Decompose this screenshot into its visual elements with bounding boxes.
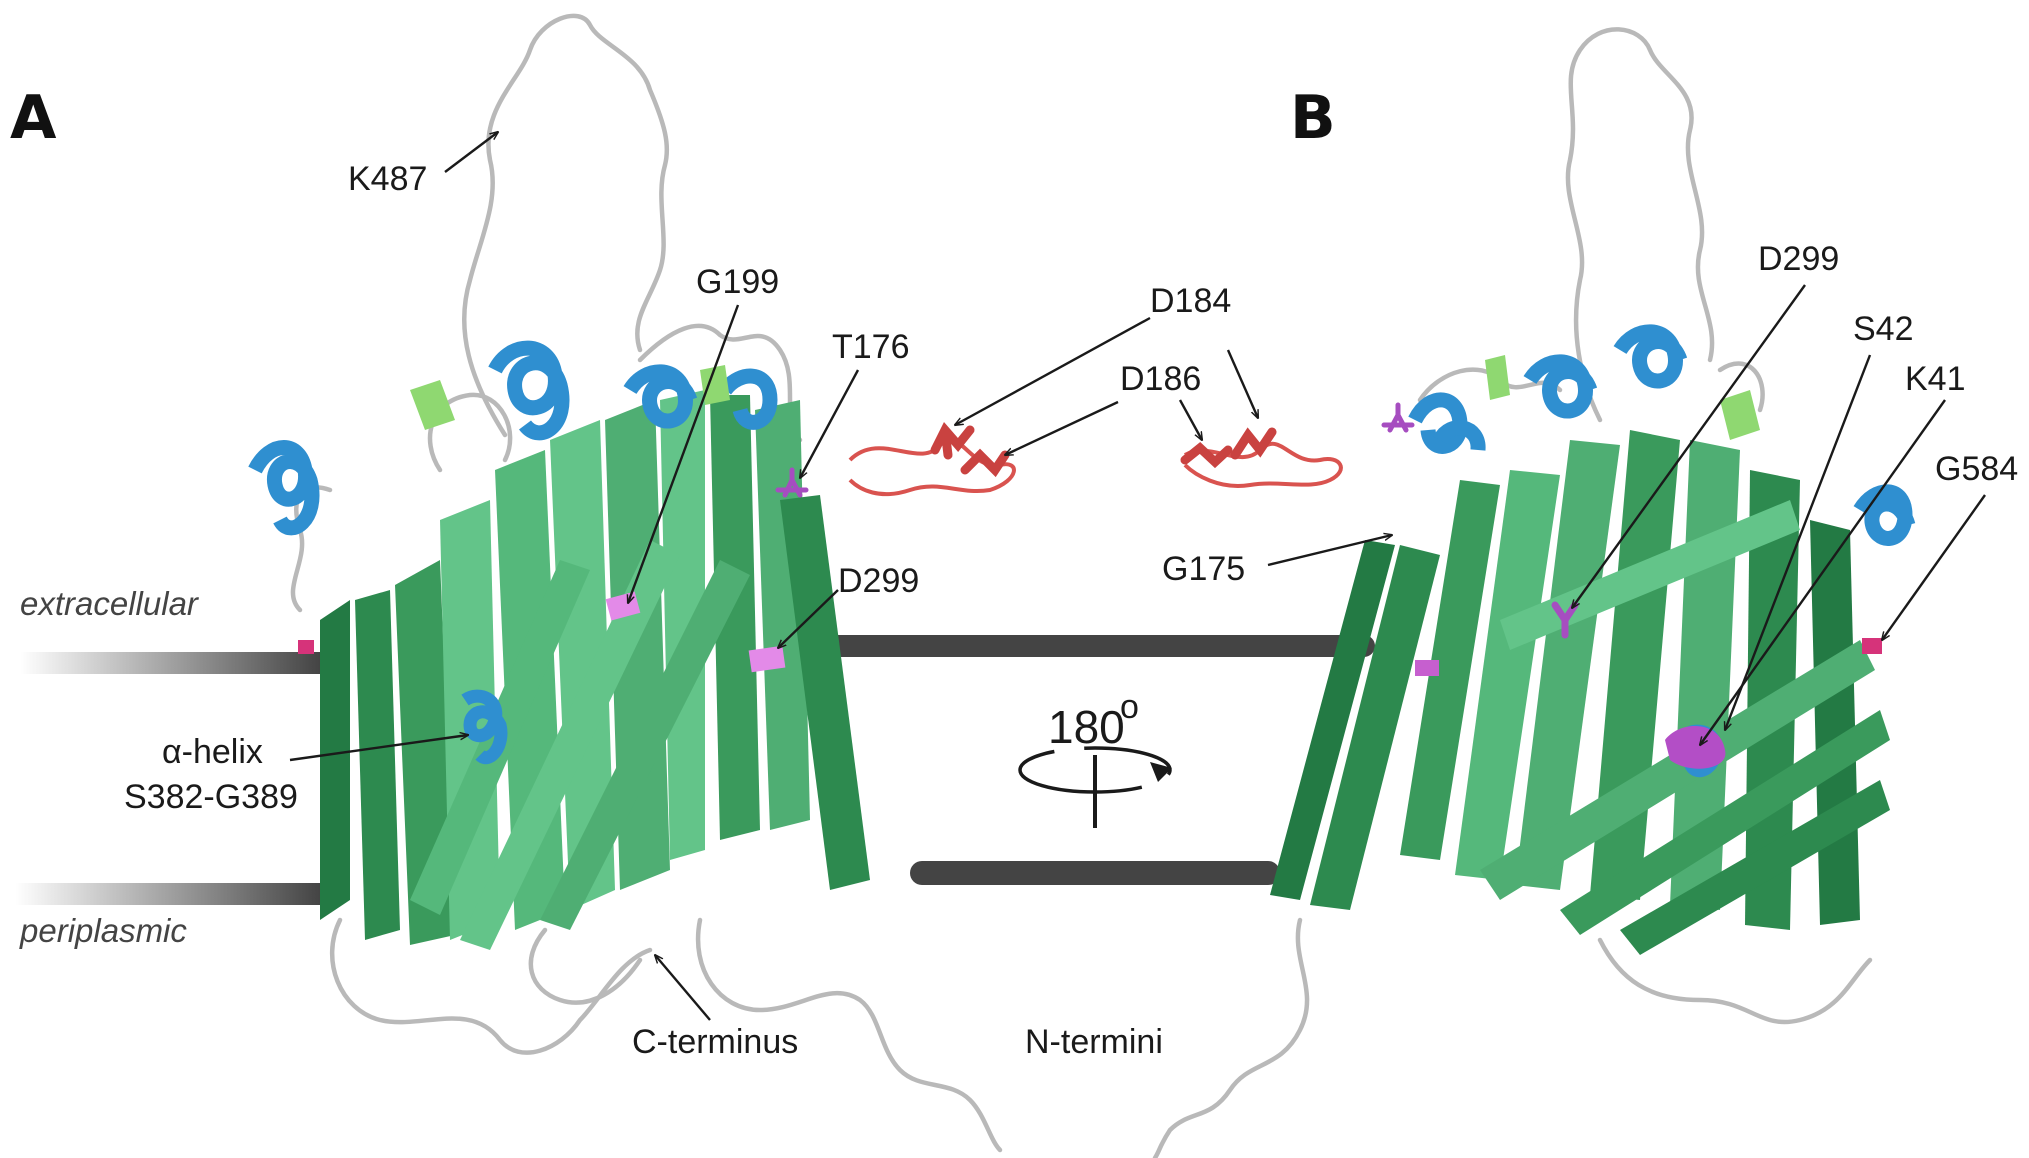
residue-b-d184: [1230, 427, 1277, 460]
helix-a-2: [488, 340, 570, 441]
arrow-g175: [1267, 535, 1392, 567]
label-periplasmic: periplasmic: [19, 912, 187, 949]
membrane-bars: [15, 635, 1375, 905]
label-d299-a: D299: [838, 562, 919, 600]
strand-b-12: [1620, 780, 1890, 955]
membrane-bar-lower-middle: [910, 861, 1280, 885]
sheet-a-1: [410, 380, 455, 430]
arrow-s42: [1725, 354, 1872, 730]
strand-a-11: [780, 495, 870, 890]
panel-label-b: B: [1290, 83, 1336, 153]
helix-a-1: [248, 440, 320, 536]
membrane-bar-upper-middle: [800, 635, 1375, 657]
rotation-arrowhead-icon: [1150, 762, 1172, 782]
residue-b-membrane-left: [1415, 660, 1439, 676]
label-extracellular: extracellular: [20, 585, 200, 622]
label-n-termini: N-termini: [1025, 1023, 1163, 1061]
membrane-bar-lower-left: [15, 883, 320, 905]
label-c-terminus: C-terminus: [632, 1023, 798, 1061]
sheet-b-1: [1485, 355, 1510, 400]
rotation-symbol: [1018, 746, 1172, 828]
loop-b-bottom: [1152, 917, 1873, 1158]
membrane-bar-upper-left: [20, 652, 320, 674]
residue-a-t176: [775, 467, 809, 498]
sheet-a-2: [700, 365, 730, 405]
arrow-d299-a: [778, 589, 839, 648]
arrow-d186-a: [1005, 400, 1119, 455]
strand-a-2: [355, 590, 400, 940]
helix-a-inner: [461, 689, 508, 764]
strand-b-4: [1455, 470, 1560, 880]
label-g175: G175: [1162, 550, 1245, 588]
residue-b-s42-k41: [1665, 726, 1726, 769]
label-d184: D184: [1150, 282, 1231, 320]
label-helix-line2: S382-G389: [124, 778, 298, 816]
arrow-c-terminus: [655, 955, 711, 1021]
strand-a-9: [710, 395, 760, 840]
label-rotation-degrees: 180: [1048, 701, 1125, 753]
helix-a-3: [623, 364, 698, 429]
strand-b-3: [1400, 480, 1500, 860]
label-g199: G199: [696, 263, 779, 301]
label-k487: K487: [348, 160, 427, 198]
red-loop-a: [848, 437, 1016, 497]
label-g584: G584: [1935, 450, 2018, 488]
residue-a-d299: [748, 645, 786, 673]
residue-a-d186: [960, 448, 1010, 478]
loop-a-extracellular-k487: [462, 13, 670, 438]
residue-a-d184: [930, 421, 975, 460]
arrow-g199: [628, 304, 740, 603]
arrow-d299-b: [1572, 284, 1806, 608]
helix-b-4: [1853, 484, 1916, 546]
loop-b-extracellular: [1565, 27, 1715, 423]
strand-b-6: [1590, 430, 1680, 900]
annotation-arrows: [289, 132, 1986, 1021]
residue-b-d186: [1180, 442, 1233, 469]
strand-a-13: [460, 540, 680, 950]
loop-a-upper-right: [637, 323, 803, 443]
label-d186: D186: [1120, 360, 1201, 398]
protein-a: [248, 13, 1016, 1153]
label-k41: K41: [1905, 360, 1966, 398]
arrow-k487: [444, 132, 498, 173]
helix-b-2: [1523, 354, 1598, 419]
strand-b-11: [1560, 710, 1890, 935]
arrow-k41: [1700, 399, 1946, 745]
arrow-helix: [289, 735, 468, 762]
helix-a-4: [719, 368, 778, 430]
residue-b-g175: [1381, 402, 1415, 433]
label-helix-line1: α-helix: [162, 733, 263, 771]
loop-a-bottom: [329, 917, 1003, 1153]
arrow-t176: [800, 369, 860, 478]
arrow-g584: [1882, 494, 1986, 640]
helix-b-5: [1433, 420, 1486, 451]
strand-b-1: [1270, 540, 1395, 900]
arrow-d186-b: [1178, 399, 1202, 440]
residue-b-g584: [1862, 638, 1882, 654]
helix-b-3: [1613, 324, 1688, 389]
residue-a-membrane-left: [298, 640, 314, 654]
strand-a-14: [540, 560, 750, 930]
red-loop-b: [1183, 441, 1343, 488]
strand-b-13: [1500, 500, 1800, 650]
loop-a-c-terminus: [528, 927, 643, 1005]
strand-a-8: [660, 390, 705, 860]
label-s42: S42: [1853, 310, 1914, 348]
strand-a-1: [320, 600, 350, 920]
strand-b-10: [1480, 640, 1875, 900]
label-rotation-degree-symbol: o: [1120, 688, 1139, 726]
strand-b-2: [1310, 545, 1440, 910]
arrow-d184-a: [955, 316, 1151, 425]
label-d299-b: D299: [1758, 240, 1839, 278]
panel-label-a: A: [10, 83, 57, 153]
label-t176: T176: [832, 328, 910, 366]
strand-b-5: [1515, 440, 1620, 890]
arrow-d184-b: [1226, 349, 1258, 418]
protein-b: [1152, 27, 1916, 1158]
sheet-b-2: [1720, 390, 1760, 440]
